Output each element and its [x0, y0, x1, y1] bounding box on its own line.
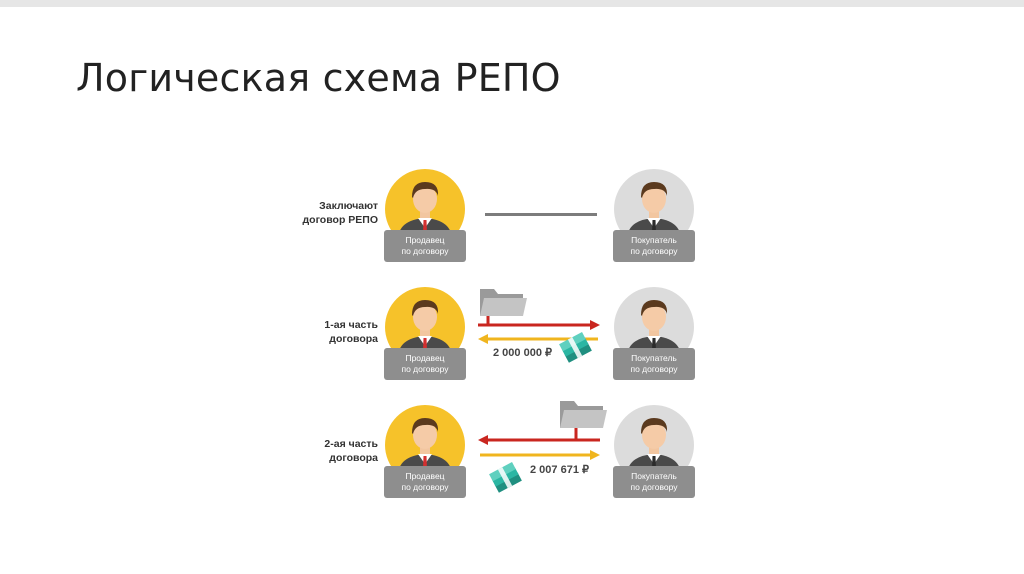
top-border [0, 0, 1024, 7]
row-label-part1: 1-ая часть договора [324, 319, 378, 345]
row-label-part2: 2-ая часть договора [324, 438, 378, 464]
folder-icon [560, 401, 607, 428]
amount-part2: 2 007 671 ₽ [530, 464, 589, 476]
seller-tag: Продавец по договору [384, 466, 466, 498]
amount-part1: 2 000 000 ₽ [493, 347, 552, 359]
buyer-person-row2: Покупатель по договору [613, 286, 695, 380]
agreement-line [485, 213, 597, 216]
seller-tag: Продавец по договору [384, 230, 466, 262]
row-label-agreement: Заключают договор РЕПО [302, 200, 378, 226]
folder-icon [480, 289, 527, 316]
seller-person-row1: Продавец по договору [384, 168, 466, 262]
buyer-person-row1: Покупатель по договору [613, 168, 695, 262]
arrow-head [590, 450, 600, 460]
buyer-person-row3: Покупатель по договору [613, 404, 695, 498]
buyer-tag: Покупатель по договору [613, 466, 695, 498]
money-stack-icon [489, 462, 522, 493]
buyer-tag: Покупатель по договору [613, 230, 695, 262]
businessman-icon [614, 169, 694, 249]
seller-tag: Продавец по договору [384, 348, 466, 380]
businessman-icon [614, 405, 694, 485]
seller-person-row2: Продавец по договору [384, 286, 466, 380]
arrow-head [478, 435, 488, 445]
arrow-head [590, 320, 600, 330]
money-stack-icon [559, 332, 592, 363]
businessman-icon [385, 405, 465, 485]
seller-person-row3: Продавец по договору [384, 404, 466, 498]
arrow-head [478, 334, 488, 344]
buyer-tag: Покупатель по договору [613, 348, 695, 380]
slide-title: Логическая схема РЕПО [76, 56, 561, 100]
